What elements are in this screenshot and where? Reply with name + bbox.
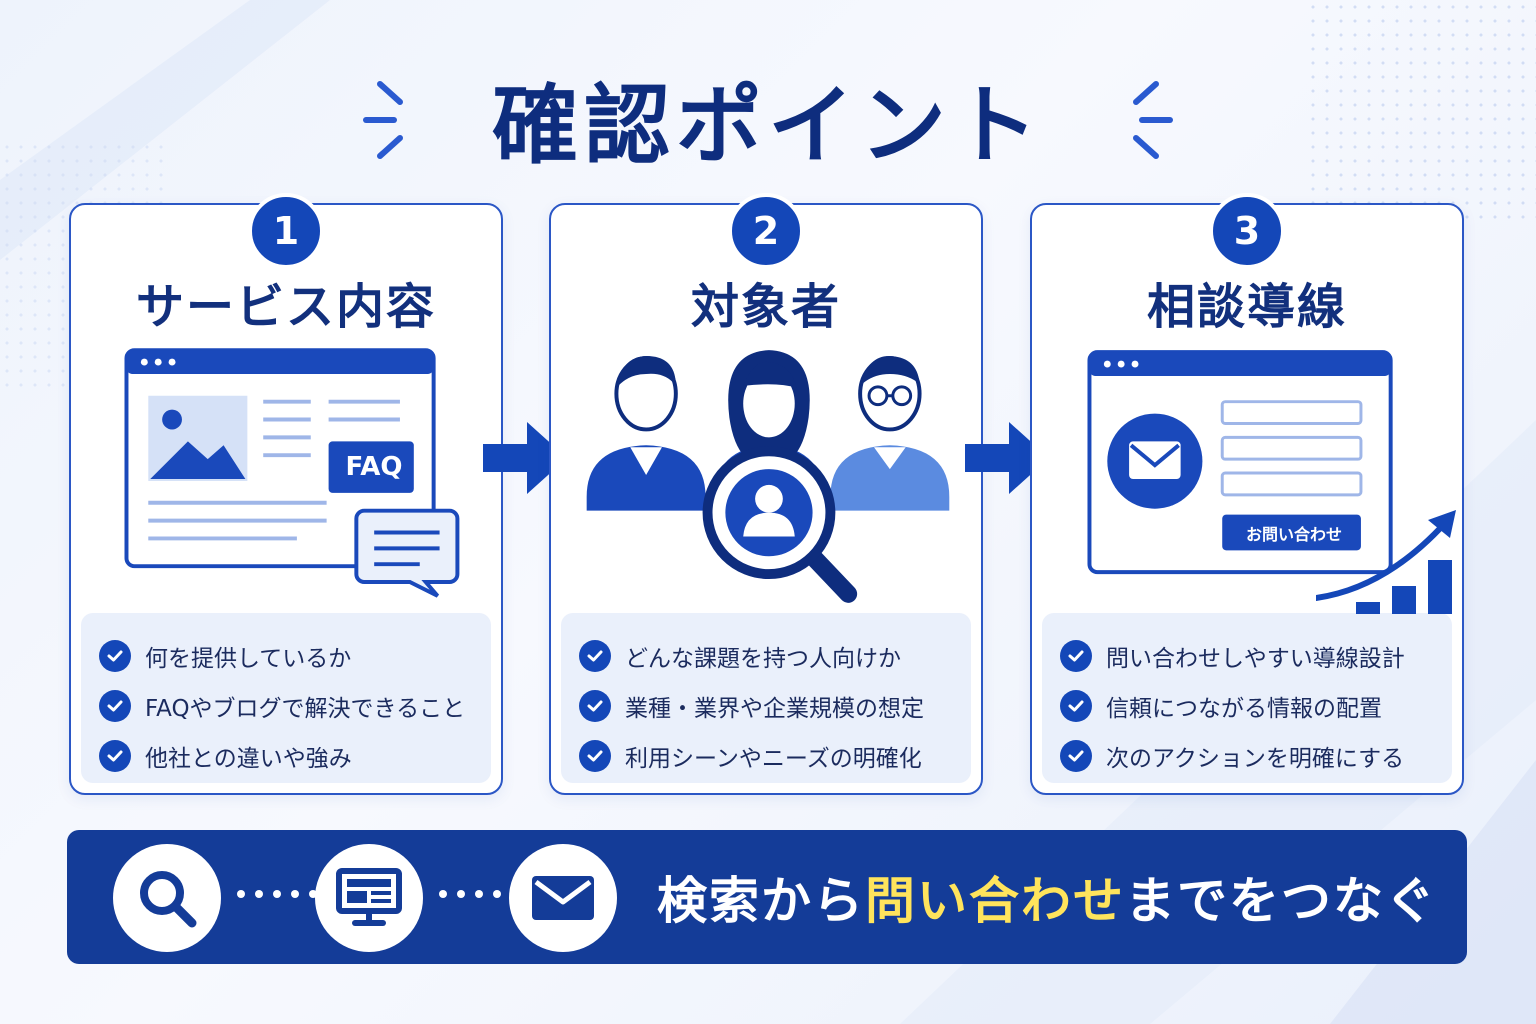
checklist: どんな課題を持つ人向けか 業種・業界や企業規模の想定 利用シーンやニーズの明確化 [561,613,971,783]
title-area: 確認ポイント [0,62,1536,176]
search-icon [113,844,221,952]
check-icon [1060,640,1092,672]
spark-right-icon [1133,81,1173,159]
list-item-text: 何を提供しているか [145,646,352,672]
faq-label: FAQ [345,452,403,482]
checklist: 何を提供しているか FAQやブログで解決できること 他社との違いや強み [81,613,491,783]
list-item: どんな課題を持つ人向けか [579,631,953,681]
check-icon [99,740,131,772]
check-icon [579,740,611,772]
list-item: 問い合わせしやすい導線設計 [1060,631,1434,681]
list-item-text: FAQやブログで解決できること [145,696,466,722]
list-item: FAQやブログで解決できること [99,681,473,731]
list-item-text: 問い合わせしやすい導線設計 [1106,646,1405,672]
check-icon [1060,740,1092,772]
person-glasses-icon [830,356,950,511]
step-number: 3 [1209,193,1285,269]
mail-icon [1107,413,1203,509]
list-item: 業種・業界や企業規模の想定 [579,681,953,731]
browser-window-icon [124,348,460,598]
dot-pattern [1306,0,1536,220]
check-icon [1060,690,1092,722]
mail-icon [509,844,617,952]
list-item: 何を提供しているか [99,631,473,681]
card-contact: 3 相談導線 お問い合わせ 問い合わせしやすい導線設計 信頼につながる情報の配置… [1030,193,1464,795]
image-placeholder-icon [148,395,248,481]
list-item: 利用シーンやニーズの明確化 [579,731,953,781]
growth-chart-icon [1316,510,1456,614]
summary-banner: 検索から問い合わせまでをつなぐ [67,830,1467,964]
list-item: 次のアクションを明確にする [1060,731,1434,781]
list-item-text: 信頼につながる情報の配置 [1106,696,1382,722]
browser-window-icon [1087,350,1393,575]
page-title: 確認ポイント [492,75,1044,176]
check-icon [99,640,131,672]
list-item-text: 次のアクションを明確にする [1106,746,1405,772]
step-number: 2 [728,193,804,269]
card-title: 対象者 [690,279,841,335]
card-title: 相談導線 [1146,279,1347,335]
contact-button[interactable]: お問い合わせ [1245,525,1342,544]
person-icon [586,356,706,511]
banner-message: 検索から問い合わせまでをつなぐ [657,830,1437,964]
list-item-text: どんな課題を持つ人向けか [625,646,901,672]
banner-text-before: 検索から [657,872,865,930]
list-item-text: 利用シーンやニーズの明確化 [625,746,922,772]
step-number: 1 [248,193,324,269]
magnifier-user-icon [702,446,858,603]
connector-dots [237,890,317,904]
card-title: サービス内容 [135,279,436,335]
checklist: 問い合わせしやすい導線設計 信頼につながる情報の配置 次のアクションを明確にする [1042,613,1452,783]
chat-bubble-icon [354,508,460,598]
arrow-right-icon [483,422,567,494]
connector-dots [439,890,519,904]
banner-text-highlight: 問い合わせ [865,872,1125,930]
check-icon [579,690,611,722]
check-icon [579,640,611,672]
banner-text-after: までをつなぐ [1125,872,1437,930]
check-icon [99,690,131,722]
card-service: 1 サービス内容 FAQ 何を提供しているか [69,193,503,795]
list-item: 信頼につながる情報の配置 [1060,681,1434,731]
monitor-icon [315,844,423,952]
spark-left-icon [363,81,403,159]
people-illustration [586,350,950,603]
list-item-text: 業種・業界や企業規模の想定 [625,696,924,722]
list-item: 他社との違いや強み [99,731,473,781]
card-target: 2 対象者 [549,193,983,795]
arrow-right-icon [965,422,1049,494]
list-item-text: 他社との違いや強み [145,746,352,772]
